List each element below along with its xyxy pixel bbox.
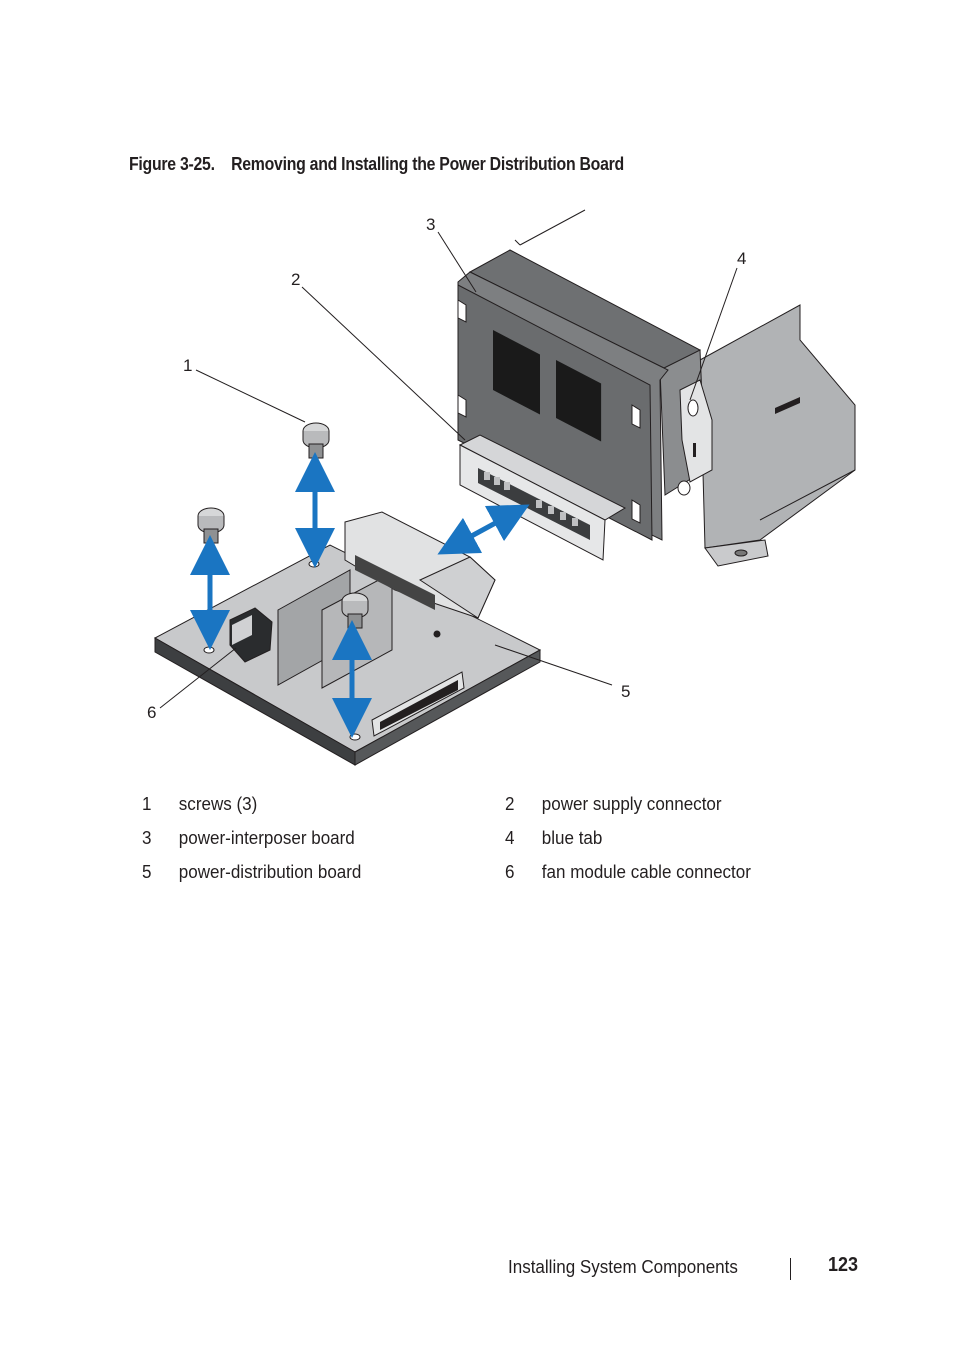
power-distribution-board-illustration: 1 2 3 4 5 6 (147, 209, 856, 766)
callout-4: 4 (737, 249, 746, 268)
callout-1: 1 (183, 356, 192, 375)
power-supply-connector (458, 434, 627, 561)
callout-5: 5 (621, 682, 630, 701)
legend-label: power supply connector (541, 793, 722, 814)
callout-2: 2 (291, 270, 300, 289)
legend-label: screws (3) (178, 793, 258, 814)
callout-6: 6 (147, 703, 156, 722)
power-interposer-board (457, 249, 706, 541)
legend-number: 1 (142, 793, 152, 814)
footer-divider (790, 1258, 791, 1280)
screw (302, 422, 330, 459)
legend-number: 3 (142, 827, 152, 848)
arrow (190, 452, 530, 738)
page-number: 123 (828, 1254, 859, 1276)
legend-number: 5 (142, 861, 152, 882)
figure-caption: Figure 3-25. Removing and Installing the … (129, 154, 624, 175)
figure-title: Removing and Installing the Power Distri… (231, 154, 624, 174)
figure-number: Figure 3-25. (129, 154, 215, 174)
footer-section-title: Installing System Components (508, 1256, 738, 1277)
legend-label: fan module cable connector (541, 861, 751, 882)
callout-3: 3 (426, 215, 435, 234)
chassis-bracket (699, 304, 856, 567)
blue-tab (677, 379, 713, 496)
legend-number: 4 (505, 827, 515, 848)
callout-leader (159, 231, 738, 709)
legend-number: 2 (505, 793, 515, 814)
legend-label: power-distribution board (178, 861, 362, 882)
screw (197, 507, 225, 544)
legend-number: 6 (505, 861, 515, 882)
power-distribution-board (153, 511, 542, 766)
legend-label: blue tab (541, 827, 603, 848)
legend-label: power-interposer board (178, 827, 355, 848)
